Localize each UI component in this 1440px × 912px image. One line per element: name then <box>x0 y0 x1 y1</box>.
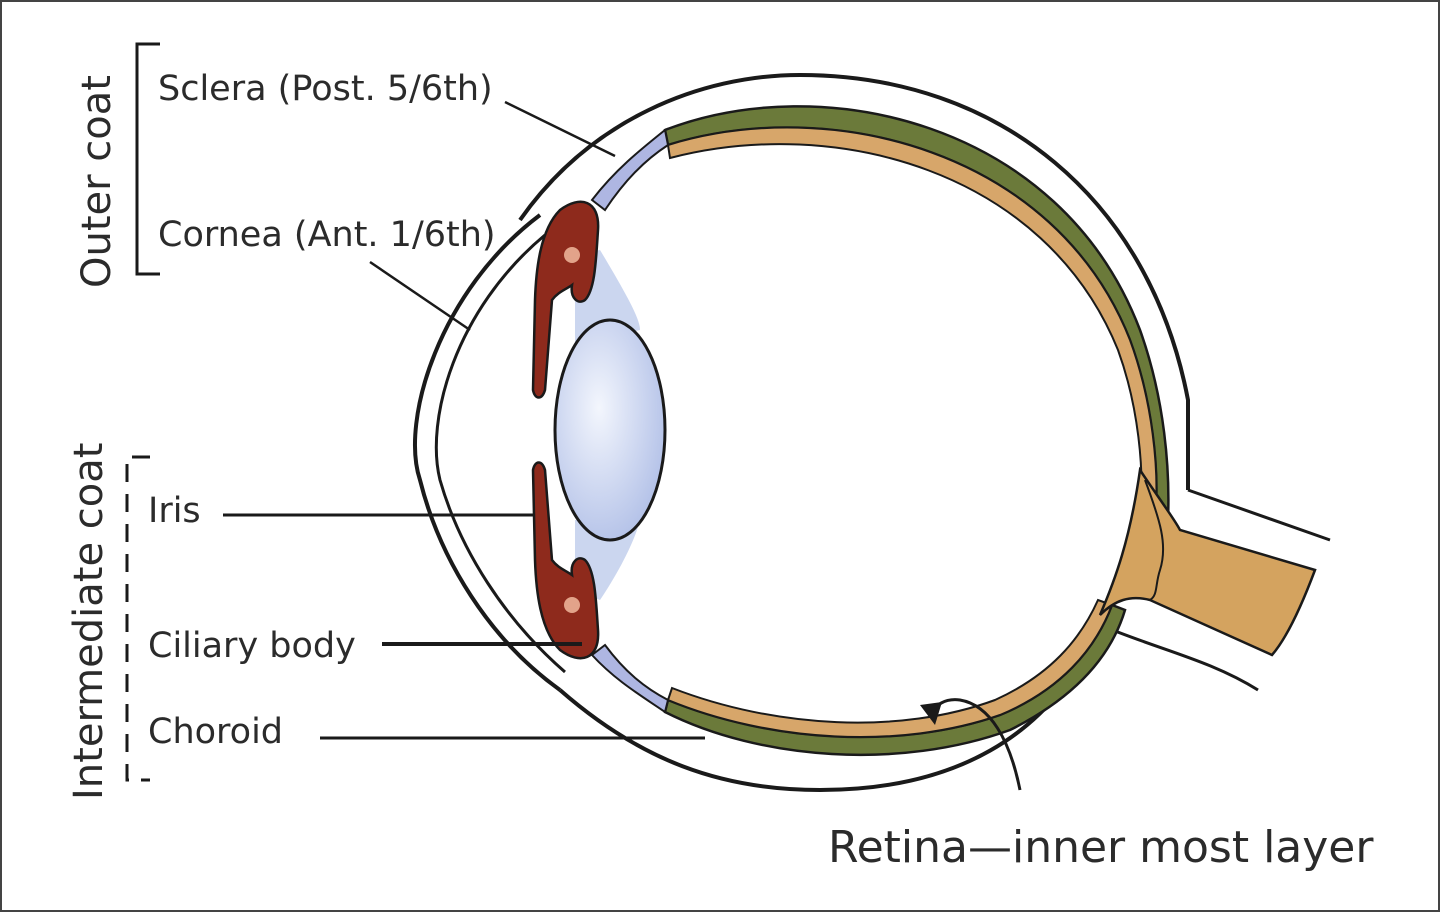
retina-arrowhead <box>920 702 942 725</box>
optic-disc-line <box>1144 479 1165 601</box>
lens <box>553 318 667 542</box>
optic-nerve-sheath <box>1099 488 1331 692</box>
iris-label: Iris <box>148 491 201 531</box>
cornea-label: Cornea (Ant. 1/6th) <box>158 215 496 255</box>
cornea-outer-surface <box>413 213 562 692</box>
cornea-inner-surface <box>434 233 566 674</box>
outer-coat-bracket <box>135 42 160 276</box>
outer-coat-label: Outer coat <box>74 75 120 288</box>
sclera-leader-line <box>504 100 616 158</box>
ciliary-body-lower <box>531 461 600 660</box>
intermediate-coat-label: Intermediate coat <box>66 443 112 800</box>
ciliary-muscle-lower <box>564 597 580 613</box>
sclera-label: Sclera (Post. 5/6th) <box>158 69 493 109</box>
cornea-leader-line <box>369 260 471 332</box>
cornea-limbus-lower <box>590 643 670 714</box>
ciliary-muscle-upper <box>564 247 580 263</box>
intermediate-coat-bracket <box>125 455 150 782</box>
ciliary-body-upper <box>531 200 600 399</box>
choroid-layer <box>663 105 1170 522</box>
cornea-limbus-upper <box>590 128 670 212</box>
retina-layer-lower <box>666 598 1114 739</box>
choroid-label: Choroid <box>148 712 283 752</box>
retina-label: Retina—inner most layer <box>828 822 1374 873</box>
ciliary-body-label: Ciliary body <box>148 626 356 666</box>
